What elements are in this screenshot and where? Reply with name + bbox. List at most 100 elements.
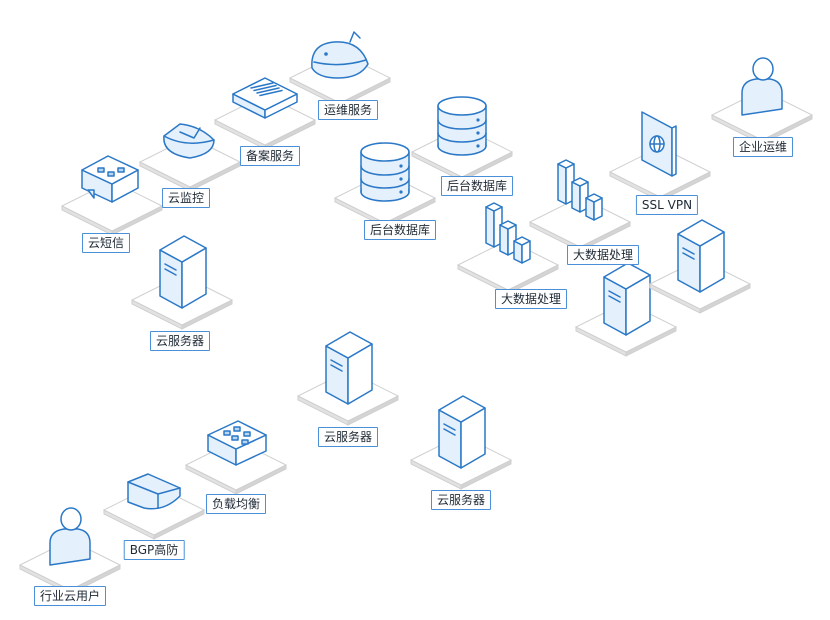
server-slot: [443, 423, 456, 431]
node-backend-db-1: [333, 142, 437, 228]
db-top: [360, 142, 410, 162]
user-icon: [741, 57, 783, 116]
label-cloud-monitor: 云监控: [161, 188, 211, 208]
lb-port: [243, 431, 251, 437]
label-cloud-server-3: 云服务器: [430, 490, 492, 510]
node-load-balance: [184, 420, 288, 495]
doc-line: [250, 82, 274, 89]
node-bigdata-1: [456, 202, 560, 295]
database-icon: [437, 96, 487, 156]
shield-plate-icon: [127, 473, 181, 510]
server-slot: [164, 263, 177, 271]
node-server-pair-b: [648, 219, 752, 314]
load-balancer-icon: [207, 420, 267, 466]
label-backend-db-1: 后台数据库: [363, 220, 437, 240]
sms-tail: [87, 189, 95, 199]
db-led: [476, 118, 480, 122]
user-head: [60, 507, 82, 531]
lb-port: [231, 435, 239, 441]
lb-port: [233, 426, 241, 432]
bar-top: [557, 159, 575, 169]
sms-dot: [117, 167, 125, 173]
server-slot: [682, 252, 695, 260]
sms-dot: [107, 171, 115, 177]
label-bgp-defense: BGP高防: [123, 540, 185, 560]
node-ssl-vpn: [608, 111, 712, 202]
node-filing-service: [213, 77, 317, 150]
node-bgp-defense: [102, 473, 206, 540]
user-body: [741, 78, 783, 116]
bar-blocks-icon: [485, 202, 531, 264]
label-bigdata-2: 大数据处理: [566, 245, 640, 265]
platform-top: [138, 136, 242, 188]
bar-blocks-icon: [557, 159, 603, 221]
db-top: [437, 96, 487, 116]
label-cloud-sms: 云短信: [81, 233, 131, 253]
document-box-icon: [232, 77, 298, 119]
bar-top: [485, 202, 503, 212]
sms-top: [81, 155, 139, 185]
node-enterprise-ops: [710, 57, 814, 145]
server-slot: [330, 364, 343, 372]
database-icon: [360, 142, 410, 202]
node-cloud-server-1: [130, 235, 234, 330]
server-slot: [608, 295, 621, 303]
db-ring: [360, 178, 410, 189]
bar-top: [499, 220, 517, 230]
doc-line: [259, 89, 283, 97]
platform-top: [213, 94, 317, 146]
sms-dot: [97, 167, 105, 173]
bar-front: [485, 206, 495, 248]
lb-port: [241, 439, 249, 445]
server-top: [325, 331, 373, 359]
doc-line: [256, 87, 280, 94]
vpn-globe-icon: [641, 111, 677, 177]
server-slot: [443, 428, 456, 436]
node-bigdata-2: [528, 159, 632, 252]
sms-building-icon: [81, 155, 139, 203]
label-cloud-server-1: 云服务器: [149, 331, 211, 351]
monitor-dish-icon: [163, 123, 215, 159]
whale-body: [311, 41, 369, 79]
dish-mark: [179, 127, 201, 139]
server-icon: [603, 262, 651, 336]
bar-top: [571, 177, 589, 187]
server-slot: [330, 359, 343, 367]
vpn-edge: [671, 125, 677, 177]
db-led: [399, 177, 403, 181]
label-load-balance: 负载均衡: [205, 494, 267, 514]
node-server-pair-a: [574, 262, 678, 357]
db-led: [399, 164, 403, 168]
node-cloud-monitor: [138, 123, 242, 192]
user-icon: [49, 507, 91, 566]
server-top: [603, 262, 651, 290]
label-enterprise-ops: 企业运维: [732, 137, 794, 157]
bar-top: [513, 236, 531, 246]
whale-tail: [349, 31, 361, 43]
server-icon: [677, 219, 725, 293]
whale-eye: [324, 52, 328, 56]
label-cloud-server-2: 云服务器: [317, 427, 379, 447]
node-cloud-server-2: [296, 331, 400, 426]
platform-top: [60, 180, 164, 232]
server-slot: [682, 247, 695, 255]
db-ring: [437, 119, 487, 130]
server-icon: [159, 235, 207, 309]
db-ring: [360, 165, 410, 176]
whale-icon: [311, 31, 369, 79]
server-slot: [164, 268, 177, 276]
bar-front: [557, 163, 567, 205]
server-icon: [438, 395, 486, 469]
user-head: [752, 57, 774, 81]
label-ops-service: 运维服务: [317, 100, 379, 120]
server-top: [677, 219, 725, 247]
label-filing-service: 备案服务: [239, 146, 301, 166]
bar-front: [499, 224, 509, 256]
doc-line: [253, 84, 277, 92]
label-backend-db-2: 后台数据库: [440, 176, 514, 196]
db-led: [476, 144, 480, 148]
db-led: [399, 190, 403, 194]
dish-rim: [163, 135, 215, 144]
